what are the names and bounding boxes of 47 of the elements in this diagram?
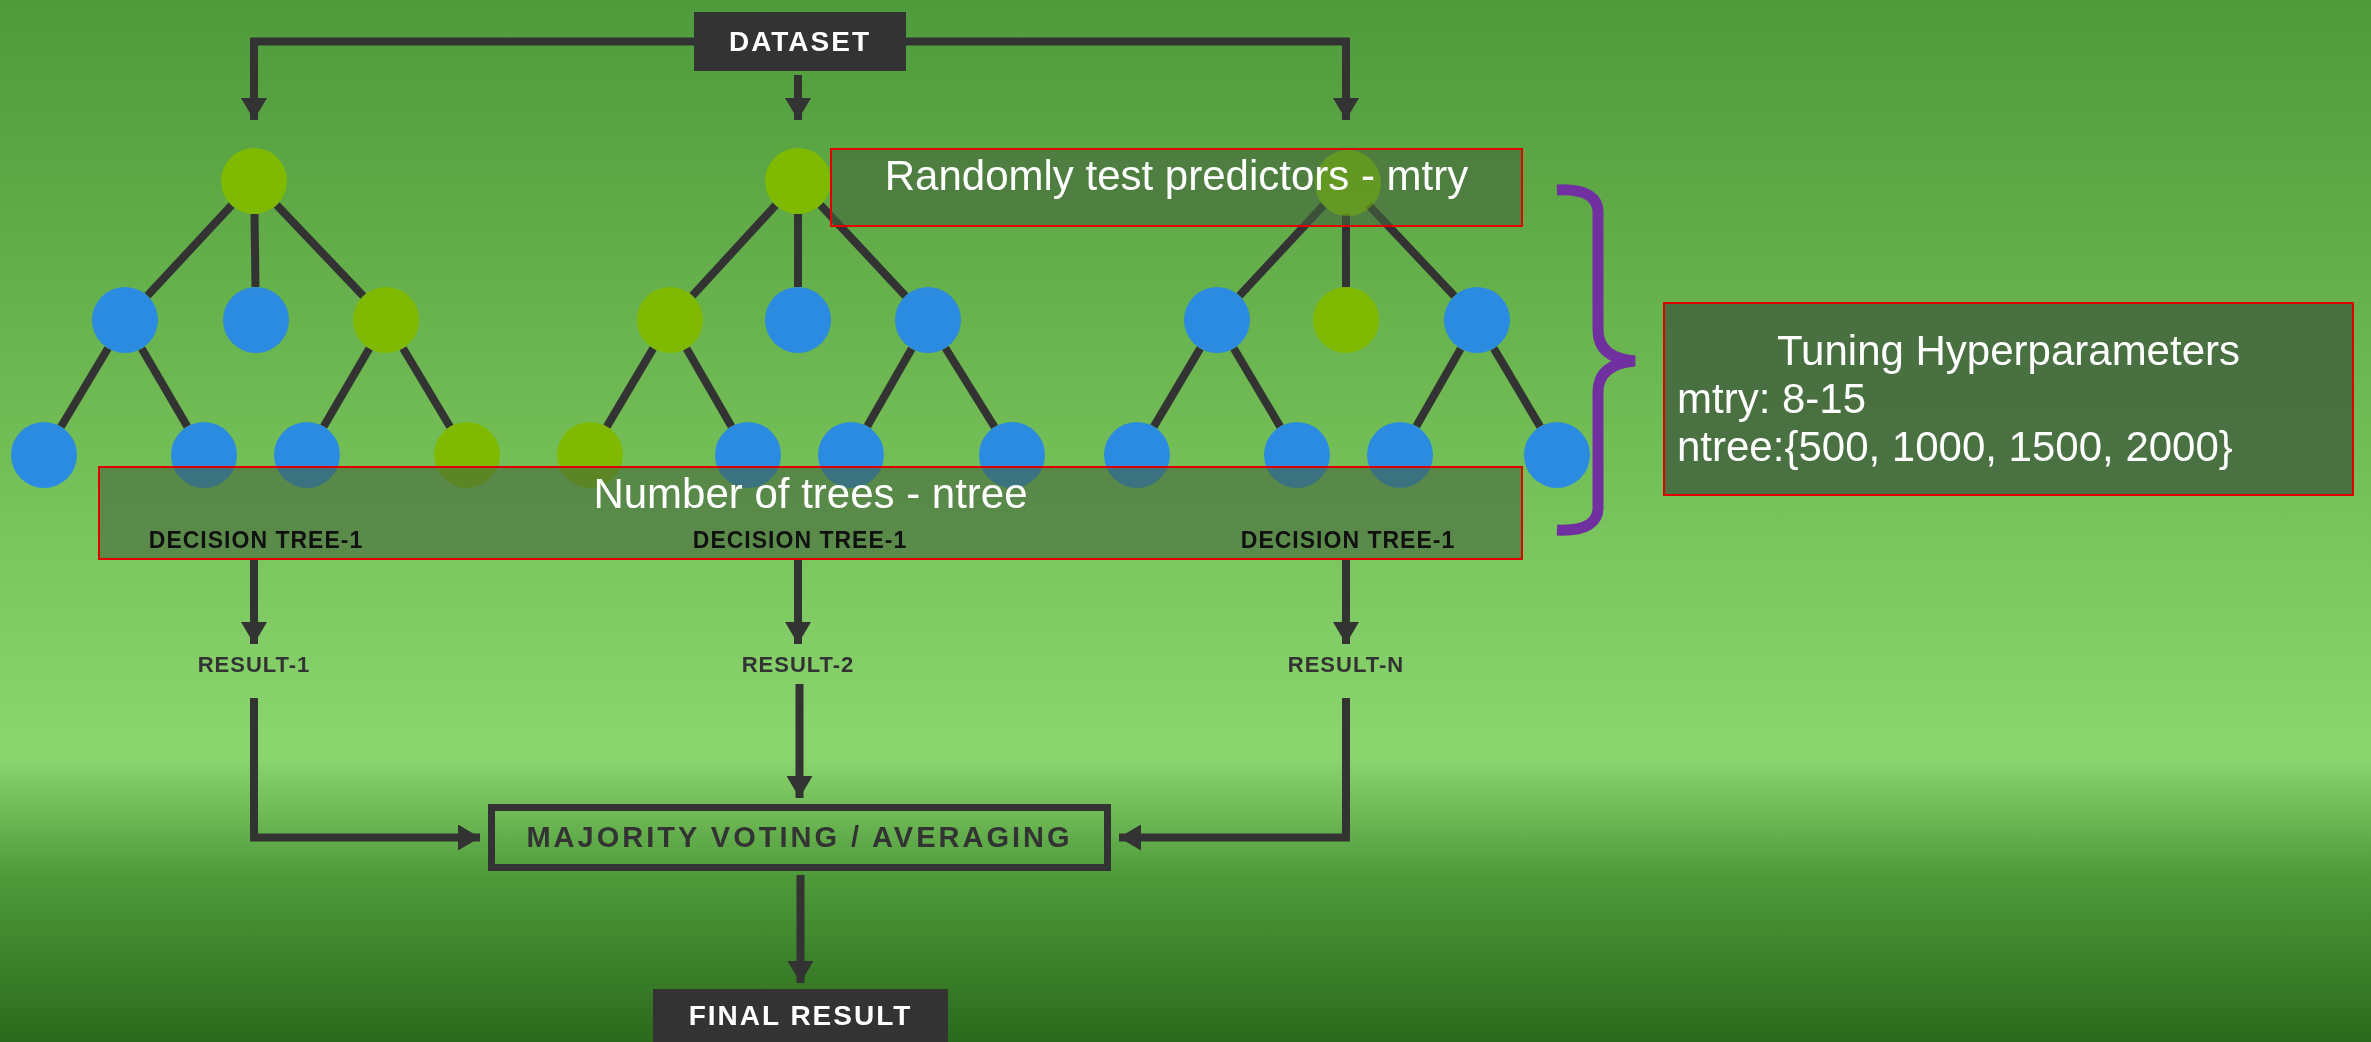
tree-label: DECISION TREE-1 (670, 524, 930, 556)
tree-node-circle (1444, 287, 1510, 353)
branch-line (1230, 346, 1284, 429)
branch-line (683, 346, 735, 429)
tree-node-circle (637, 287, 703, 353)
tree-node-circle (765, 148, 831, 214)
annotation-text: ntree:{500, 1000, 1500, 2000} (1677, 423, 2234, 471)
branch-line (1236, 202, 1327, 299)
result-label: RESULT-N (1266, 650, 1426, 680)
tree-node-circle (221, 148, 287, 214)
branch-line (399, 346, 454, 429)
branch-line (138, 346, 191, 429)
label-box: DATASET (694, 12, 906, 71)
result-label: RESULT-2 (718, 650, 878, 680)
annotation-text: Number of trees - ntree (593, 470, 1028, 518)
branch-line (863, 346, 916, 429)
branch-line (794, 214, 802, 287)
tree-label: DECISION TREE-1 (1218, 524, 1478, 556)
annotation-heading: Tuning Hyperparameters (1776, 327, 2241, 375)
branch-line (1412, 346, 1465, 429)
annotation-text: Randomly test predictors - mtry (884, 152, 1469, 200)
label-box: FINAL RESULT (653, 989, 948, 1042)
branch-line (273, 202, 367, 299)
annotation-box (98, 466, 1523, 560)
branch-line (320, 346, 373, 429)
tree-node-circle (1184, 287, 1250, 353)
annotation-box (830, 148, 1523, 227)
tree-node-circle (1524, 422, 1590, 488)
tree-node-circle (895, 287, 961, 353)
branch-line (689, 202, 779, 299)
annotation-text: mtry: 8-15 (1677, 375, 1868, 423)
result-label: RESULT-1 (174, 650, 334, 680)
branch-line (1342, 214, 1350, 287)
tree-node-circle (353, 287, 419, 353)
branch-line (942, 345, 998, 430)
tree-label: DECISION TREE-1 (126, 524, 386, 556)
branch-line (603, 346, 657, 429)
branch-line (57, 346, 112, 429)
voting-box: MAJORITY VOTING / AVERAGING (488, 804, 1111, 871)
branch-line (1490, 346, 1544, 429)
tree-node-circle (92, 287, 158, 353)
branch-line (1150, 346, 1204, 429)
branch-line (817, 202, 909, 299)
branch-line (144, 202, 235, 299)
branch-line (250, 213, 260, 288)
annotation-box (1663, 302, 2354, 496)
branch-line (1365, 202, 1458, 299)
